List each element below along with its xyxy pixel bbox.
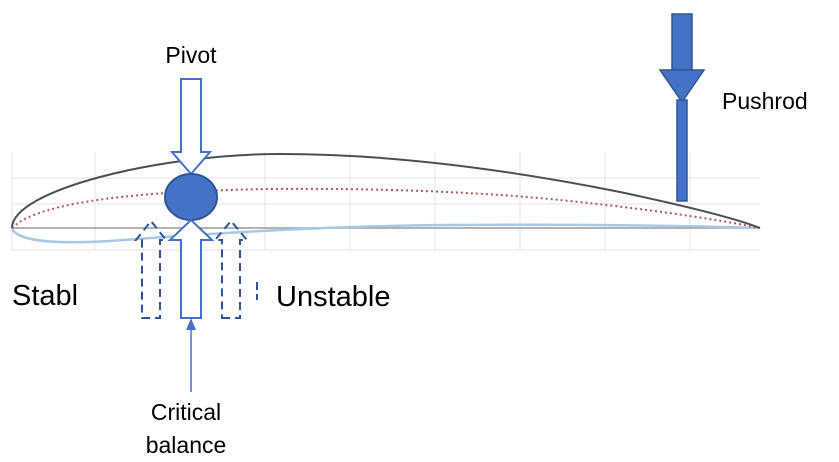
critical-balance-pointer-arrow xyxy=(186,318,196,392)
camber-line xyxy=(11,187,761,229)
pivot-label: Pivot xyxy=(165,42,217,68)
pushrod-arrow xyxy=(658,13,706,202)
stable-label: Stabl xyxy=(12,280,78,312)
pivot-point xyxy=(164,173,218,221)
pivot-arrow-down xyxy=(169,78,213,176)
airfoil-lower-surface xyxy=(10,223,761,244)
unstable-label: Unstable xyxy=(276,281,390,313)
stable-dashed-arrow xyxy=(133,219,169,319)
pushrod-label: Pushrod xyxy=(722,88,808,114)
unstable-dashed-arrow xyxy=(212,219,250,319)
critical-balance-label-line2: balance xyxy=(146,432,227,458)
background-grid xyxy=(11,152,760,251)
critical-balance-label-line1: Critical xyxy=(151,399,221,425)
airfoil-upper-surface xyxy=(11,152,761,229)
critical-balance-arrow-up xyxy=(167,218,215,319)
